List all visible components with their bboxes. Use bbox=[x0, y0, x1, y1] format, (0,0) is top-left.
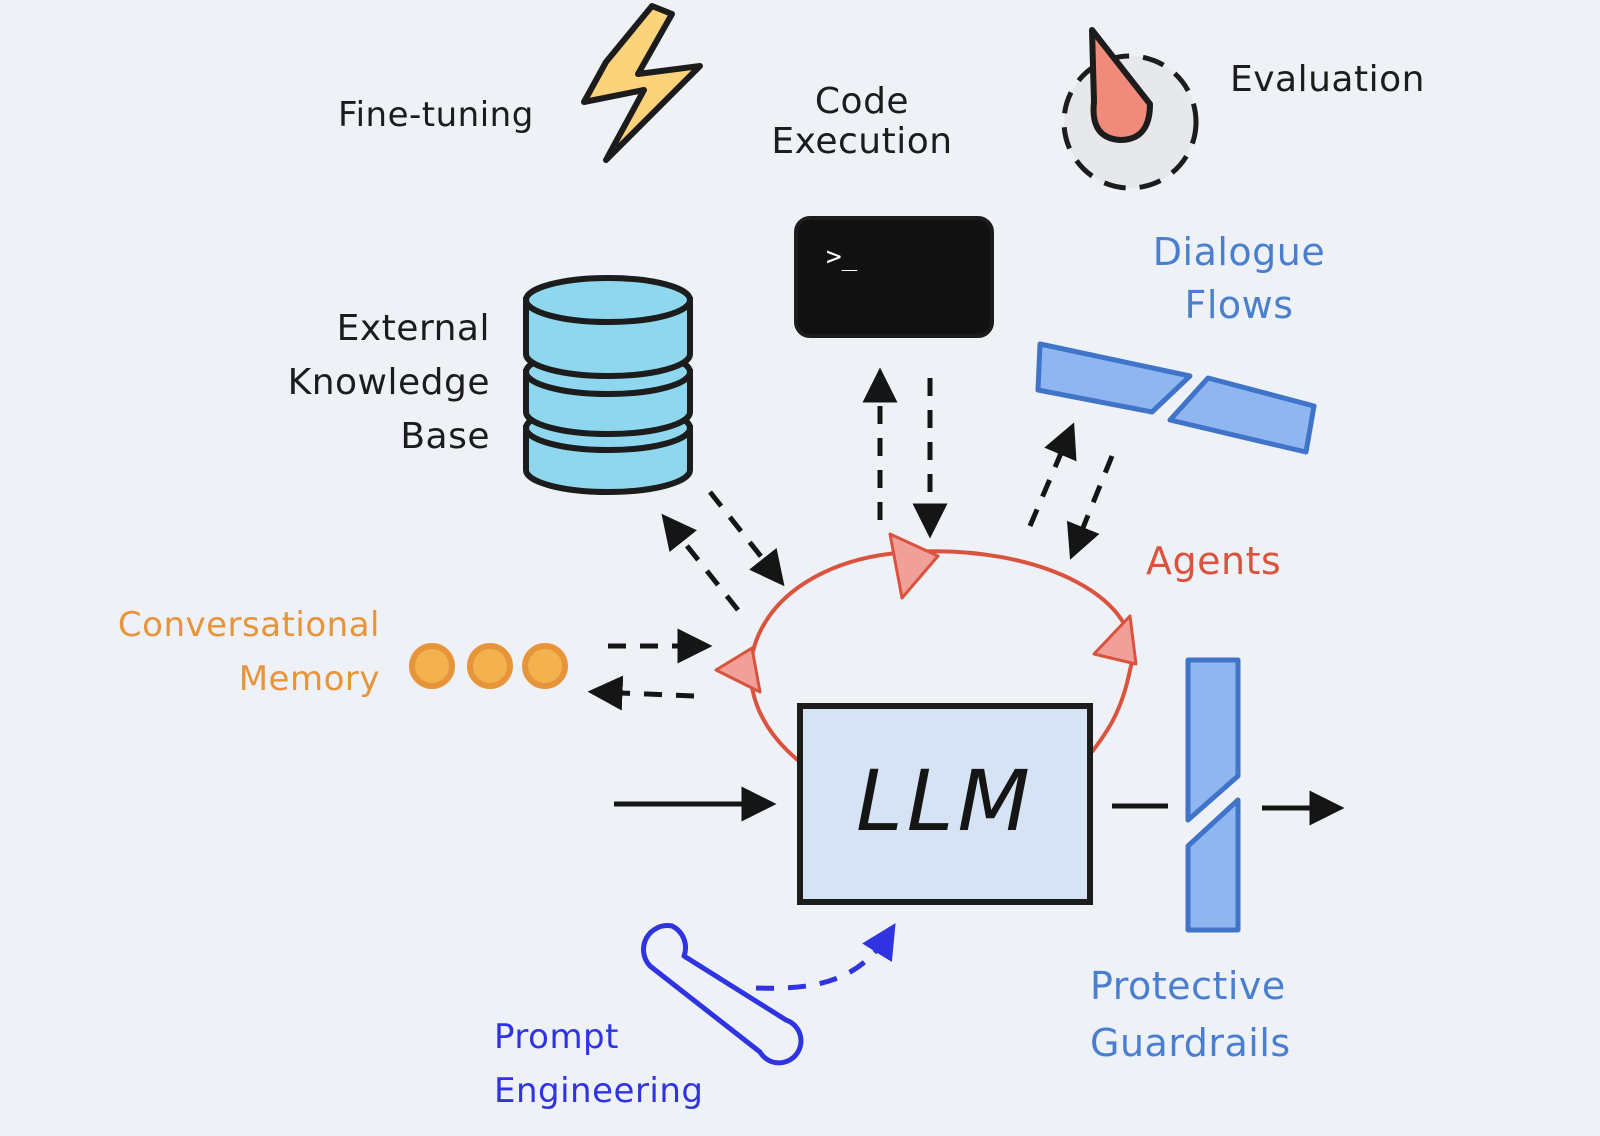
kb-line-2: Knowledge bbox=[287, 362, 490, 403]
kb-line-3: Base bbox=[400, 416, 490, 457]
llm-label: LLM bbox=[855, 752, 1035, 850]
llm-box bbox=[797, 703, 1093, 905]
kb-in-arrow bbox=[661, 513, 740, 612]
dialogue-line-2: Flows bbox=[1184, 283, 1294, 328]
dialogue-down-arrow bbox=[1066, 455, 1115, 560]
barrier-icon bbox=[1185, 657, 1241, 933]
guardrails-line-1: Protective bbox=[1090, 964, 1286, 1008]
external-knowledge-base-label: External Knowledge Base bbox=[222, 302, 490, 464]
memory-line-1: Conversational bbox=[117, 605, 380, 645]
code-execution-label: Code Execution bbox=[742, 81, 982, 163]
dialogue-line-1: Dialogue bbox=[1152, 230, 1326, 274]
terminal-icon bbox=[794, 216, 994, 338]
guardrails-line-2: Guardrails bbox=[1090, 1021, 1291, 1065]
prompt-arrow bbox=[755, 923, 896, 991]
kb-out-arrow bbox=[708, 490, 785, 587]
dialogue-up-arrow bbox=[1027, 422, 1077, 527]
gauge-icon bbox=[1061, 27, 1199, 191]
three-dots-icon bbox=[409, 643, 568, 689]
agents-loop bbox=[714, 532, 1138, 764]
fine-tuning-label: Fine-tuning bbox=[338, 95, 534, 135]
dialogue-flows-label: Dialogue Flows bbox=[1124, 226, 1354, 332]
protective-guardrails-label: Protective Guardrails bbox=[1090, 958, 1291, 1072]
code-execution-line-2: Execution bbox=[771, 121, 953, 163]
memory-out-arrow bbox=[587, 675, 695, 711]
kb-line-1: External bbox=[336, 308, 490, 349]
arrows bbox=[587, 367, 1345, 991]
agents-label: Agents bbox=[1146, 539, 1282, 583]
database-icon bbox=[523, 275, 693, 495]
rail-segments-icon bbox=[1035, 341, 1317, 455]
conversational-memory-label: Conversational Memory bbox=[28, 598, 380, 707]
prompt-line-1: Prompt bbox=[494, 1017, 619, 1057]
lightning-bolt-icon bbox=[581, 3, 703, 163]
evaluation-label: Evaluation bbox=[1230, 59, 1425, 100]
prompt-line-2: Engineering bbox=[494, 1071, 704, 1112]
terminal-prompt-symbol: >_ bbox=[826, 242, 858, 272]
prompt-engineering-label: Prompt Engineering bbox=[494, 1010, 704, 1119]
wrench-icon bbox=[641, 923, 804, 1066]
memory-line-2: Memory bbox=[238, 659, 380, 700]
code-execution-line-1: Code bbox=[814, 81, 910, 122]
